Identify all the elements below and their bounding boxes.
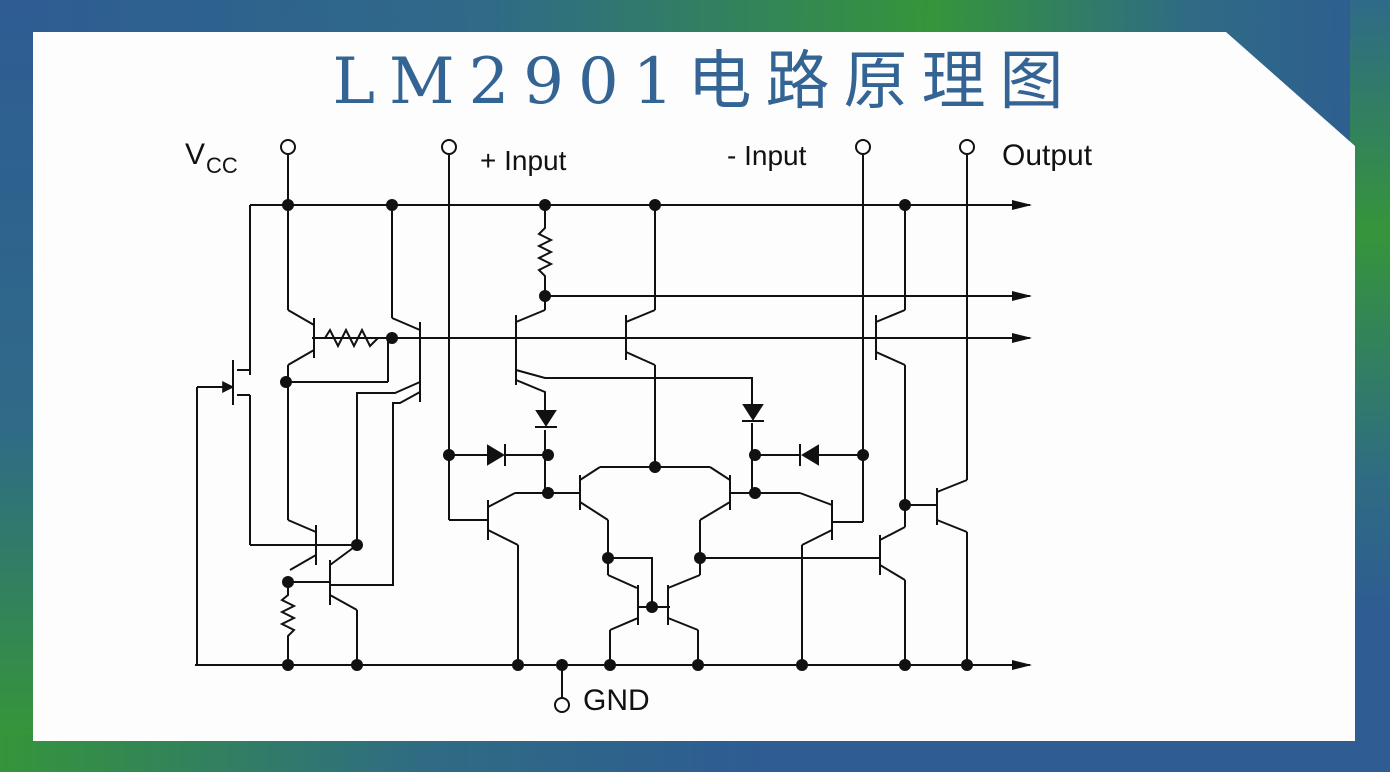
wires xyxy=(195,155,1030,698)
gnd-label: GND xyxy=(583,684,650,717)
output-label: Output xyxy=(1002,139,1093,172)
diode-icon xyxy=(801,444,819,466)
arrow-right-icon xyxy=(1012,333,1032,343)
arrow-right-icon xyxy=(1012,200,1032,210)
diode-icon xyxy=(742,404,764,421)
arrow-right-icon xyxy=(1012,660,1032,670)
vcc-label: V xyxy=(185,138,205,171)
content-card xyxy=(33,32,1355,741)
diodes xyxy=(487,404,819,466)
minus-input-label: - Input xyxy=(727,140,807,171)
page-title: LM2901电路原理图 xyxy=(332,45,1078,119)
plus-input-pin xyxy=(441,139,457,155)
output-arrows xyxy=(1012,200,1032,670)
frame-right xyxy=(1350,0,1390,772)
vcc-subscript: CC xyxy=(206,153,238,178)
plus-input-label: + Input xyxy=(480,145,567,176)
frame-bottom xyxy=(0,735,1390,772)
minus-input-pin xyxy=(855,139,871,155)
arrow-right-icon xyxy=(1012,291,1032,301)
vcc-pin xyxy=(280,139,296,155)
diode-icon xyxy=(487,444,505,466)
output-pin xyxy=(959,139,975,155)
diode-icon xyxy=(535,410,557,427)
junctions xyxy=(280,199,973,671)
gnd-pin xyxy=(554,697,570,713)
pin-terminals xyxy=(280,139,975,713)
